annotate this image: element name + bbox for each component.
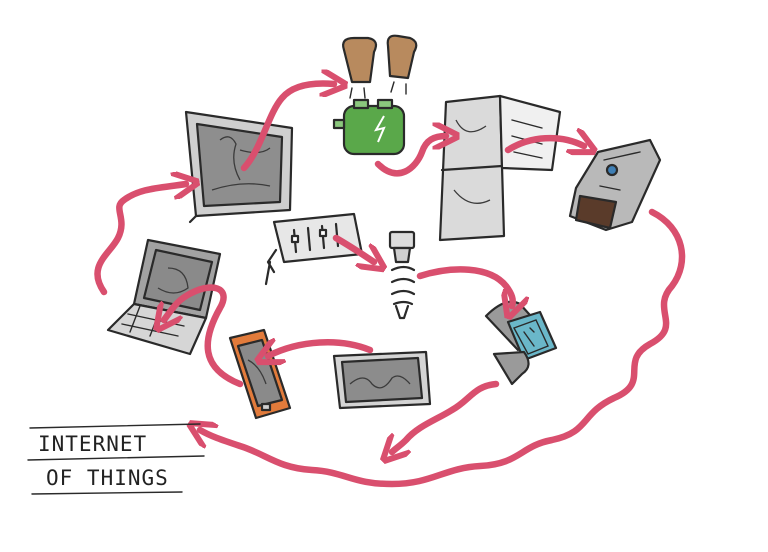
arrow-watch-to-tablet (392, 380, 500, 452)
smartphone-icon (228, 328, 292, 420)
arrow-phone-to-laptop (164, 284, 244, 388)
arrow-fridge-to-coffee (504, 138, 584, 150)
connection-arrows (94, 84, 686, 488)
coffee-maker-icon (568, 138, 662, 232)
arrow-coffee-to-label (200, 208, 686, 488)
arrow-laptop-to-tv (94, 184, 186, 296)
label-line-2: OF THINGS (46, 466, 169, 490)
toaster-icon (332, 98, 406, 156)
toast-icon (342, 34, 418, 99)
arrow-tv-to-toaster (240, 84, 334, 172)
label-line-1: INTERNET (38, 432, 147, 456)
laptop-icon (106, 238, 222, 356)
light-bulb-icon (388, 230, 416, 320)
arrow-bulb-to-watch (416, 266, 513, 306)
smartwatch-icon (484, 300, 558, 386)
tv-icon (184, 110, 294, 224)
arrow-tablet-to-phone (268, 342, 374, 356)
arrow-toaster-to-fridge (374, 136, 446, 177)
control-panel-icon (264, 212, 364, 286)
iot-label: INTERNET OF THINGS (27, 423, 205, 495)
fridge-icon (438, 94, 562, 242)
tablet-icon (332, 350, 432, 410)
arrow-panel-to-bulb (332, 234, 374, 262)
